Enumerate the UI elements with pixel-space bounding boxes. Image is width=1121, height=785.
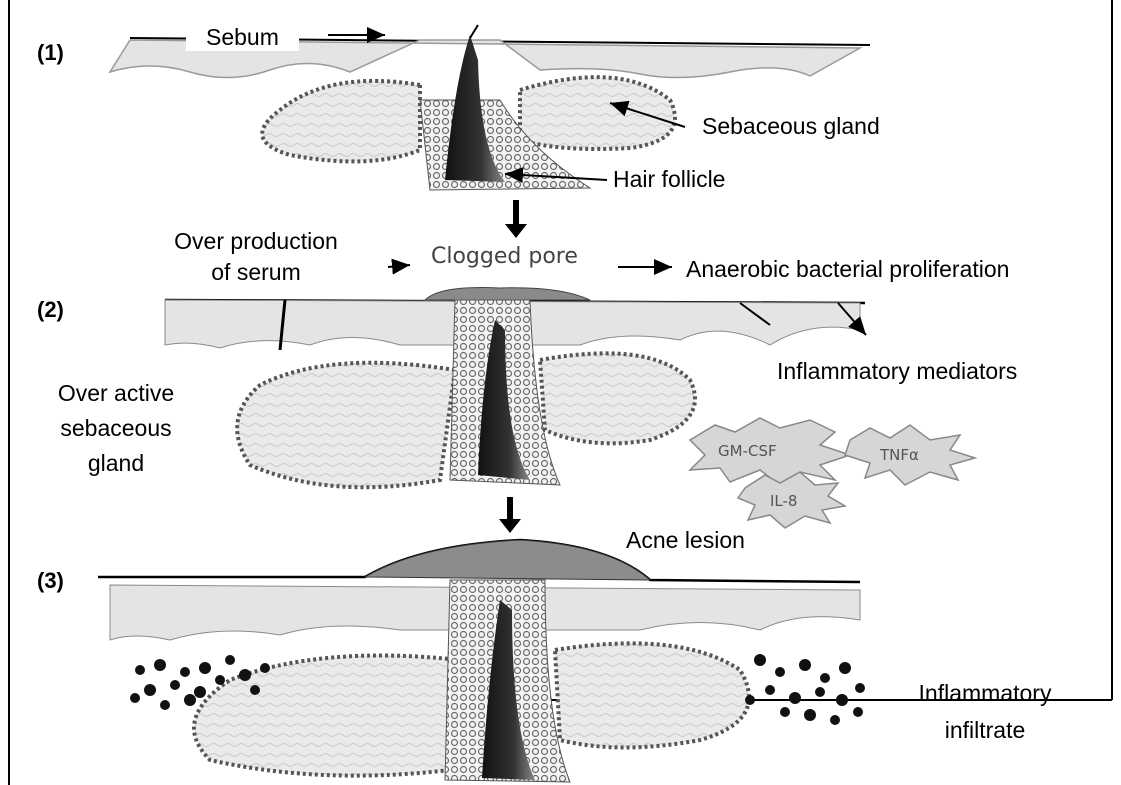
flow-arrow-1 xyxy=(505,200,527,238)
clogged-pore-label: Clogged pore xyxy=(431,243,578,270)
stage1-left-gland xyxy=(262,81,420,162)
acne-lesion-label: Acne lesion xyxy=(626,527,745,554)
over-production-label-line1: Over production xyxy=(146,228,366,255)
stage-1-label: (1) xyxy=(37,40,64,66)
stage2-right-gland xyxy=(540,353,695,443)
stage3-right-infiltrate xyxy=(745,654,865,725)
inflammatory-infiltrate-label-line1: Inflammatory xyxy=(880,680,1090,707)
stage2-pore-plug xyxy=(425,288,590,301)
il8-label: IL-8 xyxy=(770,492,797,510)
over-active-label-line2: sebaceous xyxy=(16,415,216,442)
stage1-hair-tip xyxy=(470,25,478,38)
inflammatory-mediators-label: Inflammatory mediators xyxy=(777,358,1017,385)
over-production-label-line2: of serum xyxy=(146,259,366,286)
cytokine-cluster xyxy=(690,418,975,528)
stage2-left-gland xyxy=(237,363,455,488)
flow-arrow-2 xyxy=(499,497,521,533)
stage-2-label: (2) xyxy=(37,297,64,323)
stage3-follicle xyxy=(98,540,865,782)
stage3-right-gland xyxy=(555,643,749,747)
over-production-pointer-arrow xyxy=(388,265,410,267)
hair-follicle-label: Hair follicle xyxy=(613,166,725,193)
over-active-label-line1: Over active xyxy=(16,380,216,407)
sebum-label: Sebum xyxy=(186,24,299,51)
sebaceous-gland-label: Sebaceous gland xyxy=(702,113,880,140)
stage3-lesion-dome xyxy=(365,540,650,580)
inflammatory-infiltrate-label-line2: infiltrate xyxy=(880,717,1090,744)
stage-3-label: (3) xyxy=(37,568,64,594)
stage3-left-gland xyxy=(194,656,460,776)
stage1-right-gland xyxy=(520,77,675,149)
over-active-label-line3: gland xyxy=(16,450,216,477)
gmcsf-label: GM-CSF xyxy=(718,442,777,460)
anaerobic-label: Anaerobic bacterial proliferation xyxy=(686,256,1009,283)
tnf-label: TNFα xyxy=(880,446,919,464)
